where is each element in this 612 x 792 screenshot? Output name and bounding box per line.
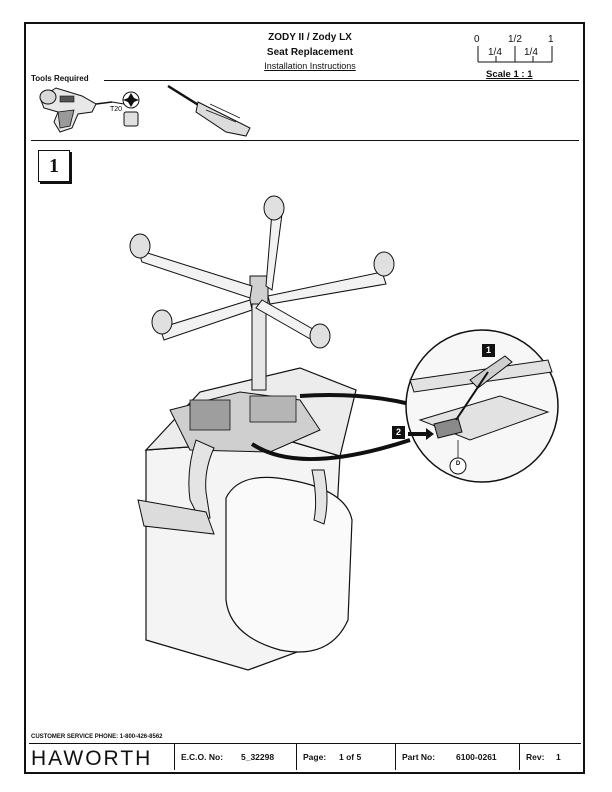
scale-label-quarter-b: 1/4 [524, 47, 538, 58]
scale-label-0: 0 [474, 34, 480, 45]
tools-required-label: Tools Required [31, 74, 89, 83]
scale-label-half: 1/2 [508, 34, 522, 45]
footer-bar: HAWORTH E.C.O. No: 5_32298 Page: 1 of 5 … [29, 743, 581, 770]
haworth-logo: HAWORTH [31, 747, 153, 770]
part-value: 6100-0261 [456, 752, 497, 762]
step-number: 1 [38, 150, 70, 182]
doc-title: ZODY II / Zody LX [268, 32, 352, 43]
section-divider [31, 140, 579, 141]
eco-value: 5_32298 [241, 752, 275, 762]
customer-service-phone: CUSTOMER SERVICE PHONE: 1-800-426-8562 [31, 734, 163, 740]
doc-subtitle: Seat Replacement [266, 47, 354, 58]
scale-label-1: 1 [548, 34, 554, 45]
t20-label: T20 [110, 106, 122, 113]
rev-label: Rev: [526, 752, 545, 762]
callout-1: 1 [485, 345, 491, 355]
part-label: Part No: [402, 752, 436, 762]
page-value: 1 of 5 [339, 752, 362, 762]
page-cell: Page: 1 of 5 [296, 744, 397, 770]
page-label: Page: [303, 752, 327, 762]
eco-label: E.C.O. No: [181, 752, 224, 762]
detail-label: D [455, 461, 461, 467]
tools-divider [104, 80, 579, 81]
scale-caption: Scale 1 : 1 [486, 69, 533, 80]
rev-value: 1 [556, 752, 561, 762]
eco-cell: E.C.O. No: 5_32298 [174, 744, 287, 770]
rev-cell: Rev: 1 [519, 744, 582, 770]
doc-type: Installation Instructions [264, 61, 356, 71]
page-frame [24, 22, 585, 774]
callout-2: 2 [395, 427, 401, 437]
scale-label-quarter-a: 1/4 [488, 47, 502, 58]
part-cell: Part No: 6100-0261 [395, 744, 520, 770]
